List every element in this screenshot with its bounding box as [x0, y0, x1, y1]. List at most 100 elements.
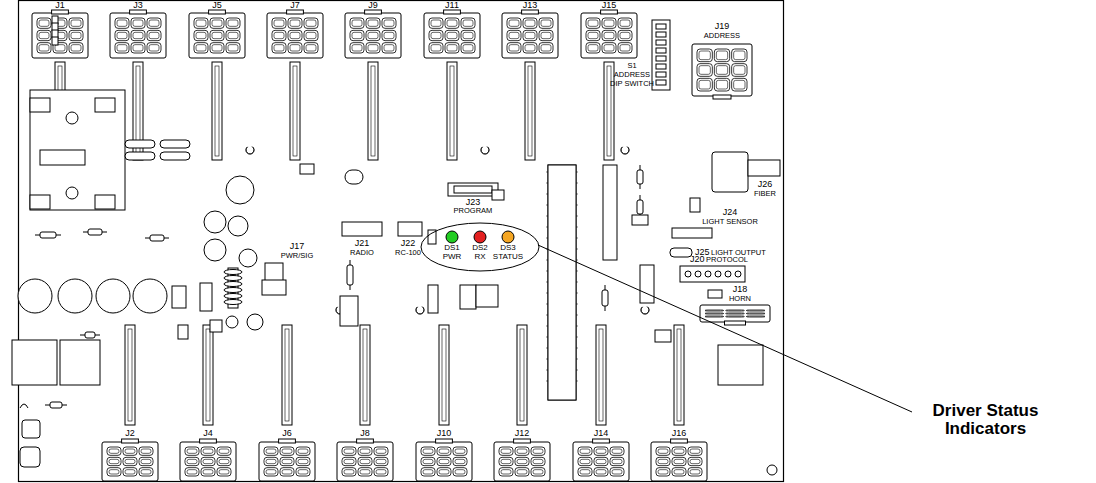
part-label: J18: [733, 285, 748, 294]
test-point: [641, 307, 649, 314]
driver-strip: [203, 325, 213, 425]
capacitor: [239, 249, 257, 267]
output-connector: [502, 10, 558, 58]
driver-strip: [604, 62, 614, 160]
resistor-array: [160, 140, 190, 148]
component: [95, 195, 115, 209]
program-header: [448, 183, 498, 196]
dip-lever: [656, 40, 666, 45]
driver-strip: [447, 62, 457, 160]
test-point: [621, 147, 629, 154]
output-connector: [573, 439, 629, 481]
output-connector: [180, 439, 236, 481]
ic: [640, 265, 654, 303]
capacitor: [172, 286, 186, 308]
indicator-outline: [421, 223, 539, 271]
dip-lever: [656, 80, 666, 85]
light-sensor-header: [672, 228, 712, 238]
output-connector: [494, 439, 550, 481]
component: [20, 447, 40, 467]
part-label: J24: [723, 208, 738, 217]
driver-strip: [674, 325, 684, 425]
capacitor: [200, 283, 212, 311]
capacitor: [58, 279, 92, 313]
fiber-receiver: [712, 152, 748, 192]
indicator-label: DS1: [444, 244, 460, 252]
coil-turn: [224, 294, 242, 299]
led-power: [446, 231, 458, 243]
voltage-regulator: [265, 263, 283, 281]
dip-lever: [656, 56, 666, 61]
driver-strip: [596, 325, 606, 425]
indicator-label: PWR: [443, 253, 462, 261]
rc100-header: [398, 222, 422, 236]
component: [690, 198, 700, 212]
output-connector: [259, 439, 315, 481]
resistor-array: [125, 152, 155, 160]
resistor-symbol: [35, 232, 61, 238]
output-connector: [345, 10, 401, 58]
resistor-symbol: [45, 402, 67, 408]
component: [655, 330, 671, 342]
light-output-header: [670, 248, 692, 257]
capacitor: [204, 239, 226, 261]
part-label: J11: [445, 1, 459, 10]
part-label: RC-100: [395, 249, 421, 257]
resistor-symbol: [83, 229, 107, 235]
ic: [603, 165, 617, 260]
part-label: J12: [515, 429, 530, 438]
part-label: PWR/SIG: [281, 252, 314, 260]
leader-line: [538, 245, 912, 412]
driver-strip: [439, 325, 449, 425]
part-label: LIGHT SENSOR: [702, 218, 758, 226]
driver-strip: [290, 62, 300, 160]
part-label: J3: [133, 1, 143, 10]
component: [476, 285, 498, 307]
part-label: J2: [125, 429, 135, 438]
coil-turn: [224, 288, 242, 293]
coil-turn: [224, 300, 242, 305]
resistor-symbol: [145, 235, 169, 241]
component: [22, 420, 40, 438]
resistor-symbol: [80, 332, 100, 338]
component: [30, 195, 50, 209]
capacitor: [226, 316, 238, 328]
part-label: J6: [282, 429, 292, 438]
output-connector: [416, 439, 472, 481]
resistor-array: [160, 152, 190, 160]
capacitor: [133, 279, 167, 313]
capacitor: [228, 216, 248, 236]
part-label: J15: [602, 1, 617, 10]
header-pin: [735, 271, 741, 277]
indicator-group: DS1PWRDS2RXDS3STATUS: [420, 222, 540, 272]
component: [40, 150, 85, 165]
test-point: [416, 307, 424, 314]
test-point: [481, 147, 489, 154]
part-label: HORN: [729, 295, 751, 303]
part-label: J14: [594, 429, 609, 438]
driver-strip: [517, 325, 527, 425]
output-connector: [32, 10, 88, 58]
indicator-label: STATUS: [493, 253, 523, 261]
screw-terminal: [66, 112, 78, 124]
part-label: J7: [290, 1, 300, 10]
driver-strip: [360, 325, 370, 425]
part-label: J1: [55, 1, 65, 10]
part-label: J26: [758, 180, 773, 189]
inductor-frame: [30, 90, 125, 210]
output-connector: [581, 10, 637, 58]
dip-lever: [656, 48, 666, 53]
radio-header: [342, 222, 382, 236]
led-rx: [474, 231, 486, 243]
part-label: J5: [212, 1, 222, 10]
driver-strip: [368, 62, 378, 160]
part-label: J21: [355, 239, 370, 248]
header-pin: [715, 271, 721, 277]
header-pin: [695, 271, 701, 277]
component: [632, 215, 648, 225]
indicator-label: DS2: [472, 244, 488, 252]
part-label: J19: [715, 22, 730, 31]
board-outline: [19, 1, 784, 482]
output-connector: [337, 439, 393, 481]
